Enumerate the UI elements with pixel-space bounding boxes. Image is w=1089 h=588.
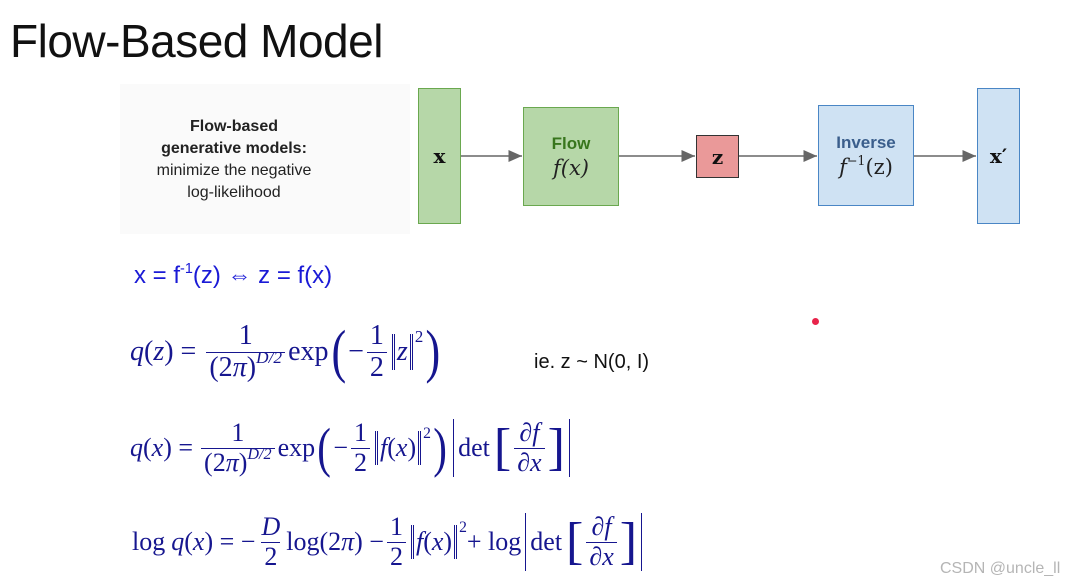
x-label: x xyxy=(433,144,446,168)
inverse-relation-equation: x = f-1(z) ⇔ z = f(x) xyxy=(134,260,333,289)
caption-bold-line-1: Flow-based xyxy=(189,118,278,135)
caption-bold-line-2: generative models: xyxy=(161,140,307,157)
x-prime-label: x′ xyxy=(989,144,1008,168)
caption-line-4: log-likelihood xyxy=(187,184,281,201)
flow-function: f(x) xyxy=(552,155,589,180)
flow-box: Flow f(x) xyxy=(523,107,619,206)
normal-distribution-note: ie. z ~ N(0, I) xyxy=(534,351,650,373)
x-input-box: x xyxy=(418,88,461,224)
inverse-function: f−1(z) xyxy=(839,152,893,179)
z-label: z xyxy=(711,144,724,169)
caption-line-3: minimize the negative xyxy=(156,162,312,179)
caption-text: Flow-based generative models: minimize t… xyxy=(126,116,342,204)
x-prime-output-box: x′ xyxy=(977,88,1020,224)
z-latent-box: z xyxy=(696,135,739,178)
cursor-dot xyxy=(812,318,819,325)
inverse-box: Inverse f−1(z) xyxy=(818,105,914,206)
inverse-label: Inverse xyxy=(836,132,896,152)
watermark: CSDN @uncle_ll xyxy=(940,560,1061,577)
caption-panel xyxy=(120,84,410,234)
flow-label: Flow xyxy=(551,133,591,153)
diagram-arrows xyxy=(461,150,976,162)
page-title: Flow-Based Model xyxy=(10,15,383,67)
